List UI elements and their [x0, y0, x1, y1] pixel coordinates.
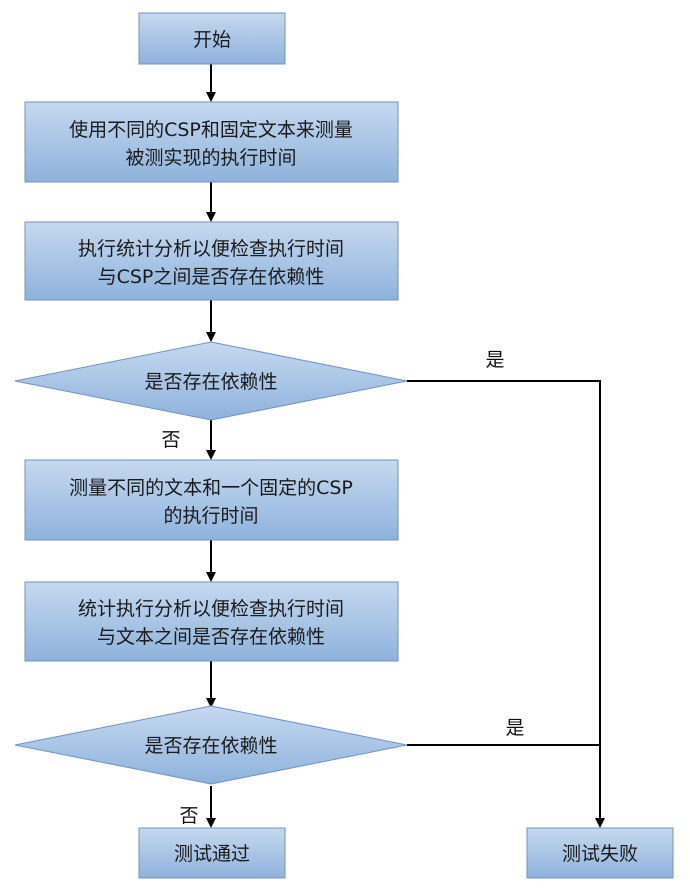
- decision-1: 是否存在依赖性: [14, 341, 408, 421]
- decision2-yes-label: 是: [505, 717, 524, 739]
- decision2-no-label: 否: [179, 805, 198, 827]
- step1-line1: 使用不同的CSP和固定文本来测量: [69, 119, 353, 141]
- step2-line2: 与CSP之间是否存在依赖性: [98, 266, 325, 288]
- step3-line1: 测量不同的文本和一个固定的CSP: [69, 477, 353, 499]
- connectors: [206, 64, 605, 828]
- start-label: 开始: [193, 29, 231, 51]
- terminal-fail: 测试失败: [526, 827, 674, 879]
- process-step-4: 统计执行分析以便检查执行时间 与文本之间是否存在依赖性: [24, 581, 399, 662]
- fail-label: 测试失败: [562, 843, 638, 865]
- start-node: 开始: [138, 12, 286, 65]
- decision2-label: 是否存在依赖性: [144, 735, 277, 757]
- step2-line1: 执行统计分析以便检查执行时间: [78, 238, 344, 260]
- process-step-3: 测量不同的文本和一个固定的CSP 的执行时间: [24, 459, 399, 541]
- decision1-label: 是否存在依赖性: [144, 371, 277, 393]
- step4-line2: 与文本之间是否存在依赖性: [97, 626, 325, 648]
- process-step-1: 使用不同的CSP和固定文本来测量 被测实现的执行时间: [24, 101, 399, 183]
- connector-decision1-yes: [407, 380, 605, 828]
- step1-line2: 被测实现的执行时间: [125, 147, 296, 169]
- process-step-2: 执行统计分析以便检查执行时间 与CSP之间是否存在依赖性: [24, 221, 399, 301]
- terminal-pass: 测试通过: [138, 827, 286, 879]
- decision1-yes-label: 是: [485, 349, 504, 371]
- pass-label: 测试通过: [174, 843, 250, 865]
- step4-line1: 统计执行分析以便检查执行时间: [78, 598, 344, 620]
- decision-2: 是否存在依赖性: [14, 705, 408, 785]
- step3-line2: 的执行时间: [163, 505, 258, 527]
- decision1-no-label: 否: [161, 429, 180, 451]
